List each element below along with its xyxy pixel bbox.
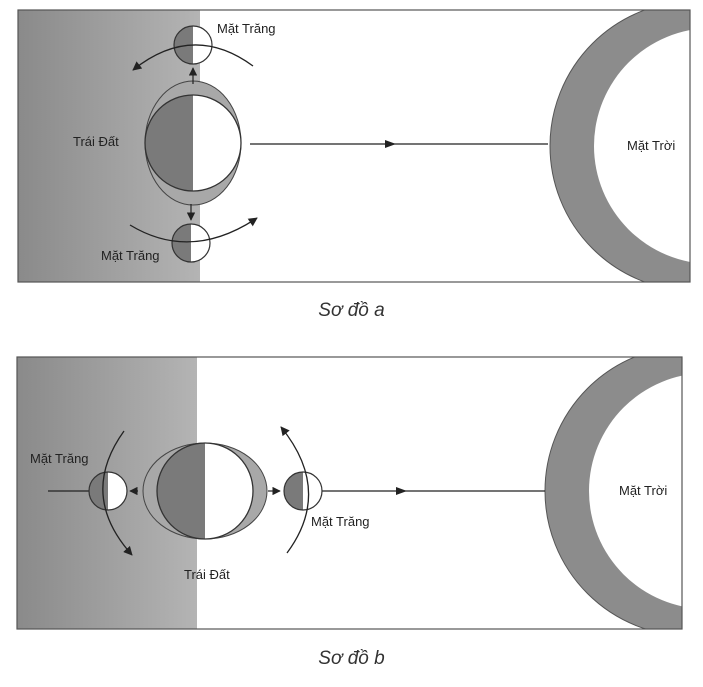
orbit-arc-right	[280, 426, 310, 554]
frame-border	[16, 356, 683, 630]
moon-top-label: Mặt Trăng	[217, 21, 276, 36]
moon-right	[283, 471, 323, 511]
sun	[549, 10, 690, 282]
moon-bottom-label: Mặt Trăng	[101, 248, 160, 263]
orbit-arc-bottom	[129, 217, 258, 243]
diagram-b-canvas: Mặt Trăng Mặt Trăng Trái Đất Mặt Trời	[16, 356, 683, 630]
earth-label: Trái Đất	[184, 567, 230, 582]
earth	[142, 442, 268, 540]
moon-left-label: Mặt Trăng	[30, 451, 89, 466]
caption-b: Sơ đồ b	[318, 648, 385, 669]
sun	[544, 357, 682, 629]
earth	[144, 80, 242, 206]
caption-a: Sơ đồ a	[318, 300, 385, 321]
sun-label: Mặt Trời	[619, 483, 667, 498]
earth-label: Trái Đất	[73, 134, 119, 149]
diagram-a: Mặt Trăng Mặt Trăng Trái Đất Mặt Trời	[0, 0, 703, 295]
moon-bottom	[171, 223, 211, 263]
ray-arrowhead	[396, 487, 407, 495]
frame-border	[17, 9, 691, 283]
ray-arrowhead	[385, 140, 396, 148]
moon-right-label: Mặt Trăng	[311, 514, 370, 529]
moon-left	[88, 471, 128, 511]
orbit-arc-left	[102, 430, 133, 556]
diagram-b: Mặt Trăng Mặt Trăng Trái Đất Mặt Trời	[0, 345, 703, 645]
orbit-arc-top	[132, 44, 254, 71]
sun-label: Mặt Trời	[627, 138, 675, 153]
diagram-a-canvas: Mặt Trăng Mặt Trăng Trái Đất Mặt Trời	[17, 9, 691, 283]
